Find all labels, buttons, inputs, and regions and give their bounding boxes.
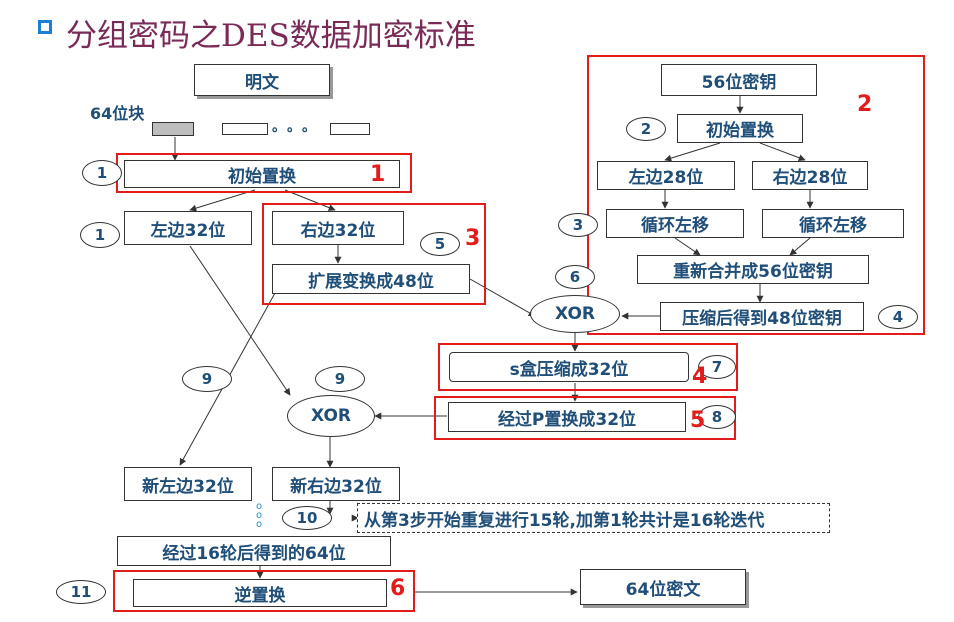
left32-box: 左边32位 xyxy=(124,211,252,245)
step-oval-3: 3 xyxy=(558,213,598,237)
xor-node-1: XOR xyxy=(530,295,620,333)
left28-box: 左边28位 xyxy=(597,161,735,190)
ciphertext-box: 64位密文 xyxy=(580,569,746,605)
block64-label: 64位块 xyxy=(90,104,145,123)
block-empty-1 xyxy=(222,123,268,135)
step-oval-10: 10 xyxy=(282,506,332,530)
red-label-6: 6 xyxy=(390,576,406,601)
inverse-perm-box: 逆置换 xyxy=(133,579,387,607)
step-oval-1b: 1 xyxy=(80,222,120,248)
rotate-left-a-box: 循环左移 xyxy=(606,209,744,238)
step-oval-5: 5 xyxy=(420,232,460,256)
red-label-2: 2 xyxy=(857,92,873,117)
red-frame-3 xyxy=(262,203,486,305)
repeat-note-box: 从第3步开始重复进行15轮,加第1轮共计是16轮迭代 xyxy=(357,503,830,533)
step-oval-2: 2 xyxy=(626,117,666,141)
xor-node-2: XOR xyxy=(287,395,375,437)
key56-box: 56位密钥 xyxy=(661,64,817,96)
expand48-box: 扩展变换成48位 xyxy=(272,264,470,294)
new-right32-box: 新右边32位 xyxy=(272,467,400,501)
block-ellipsis: 。。。 xyxy=(272,119,324,135)
key-init-perm-box: 初始置换 xyxy=(677,114,803,143)
red-frame-2 xyxy=(587,55,925,335)
new-left32-box: 新左边32位 xyxy=(124,467,252,501)
rotate-left-b-box: 循环左移 xyxy=(762,209,904,238)
pperm32-box: 经过P置换成32位 xyxy=(448,402,686,432)
page-title: 分组密码之DES数据加密标准 xyxy=(66,18,476,54)
merge56-box: 重新合并成56位密钥 xyxy=(637,255,869,284)
step-oval-1a: 1 xyxy=(82,160,122,186)
red-frame-6 xyxy=(113,570,415,612)
step-oval-11: 11 xyxy=(56,580,106,604)
title-bullet-icon xyxy=(38,20,52,34)
step-oval-7: 7 xyxy=(698,355,736,379)
block-filled xyxy=(152,122,194,136)
plaintext-box: 明文 xyxy=(194,64,330,96)
step-oval-6: 6 xyxy=(555,265,595,289)
init-perm-box: 初始置换 xyxy=(124,160,400,188)
step-oval-8: 8 xyxy=(698,405,736,429)
red-label-4: 4 xyxy=(692,364,708,389)
step-oval-4: 4 xyxy=(878,305,918,329)
red-label-5: 5 xyxy=(690,408,706,433)
compress48-box: 压缩后得到48位密钥 xyxy=(660,302,864,331)
right28-box: 右边28位 xyxy=(752,161,868,190)
red-frame-4 xyxy=(438,343,738,391)
step-oval-9a: 9 xyxy=(182,366,232,392)
block-empty-2 xyxy=(330,123,370,135)
step-oval-9b: 9 xyxy=(315,366,365,392)
right32-box: 右边32位 xyxy=(272,211,404,245)
after16-box: 经过16轮后得到的64位 xyxy=(117,536,391,566)
sbox32-box: s盒压缩成32位 xyxy=(449,352,689,382)
red-label-1: 1 xyxy=(370,162,386,187)
red-label-3: 3 xyxy=(465,226,481,251)
